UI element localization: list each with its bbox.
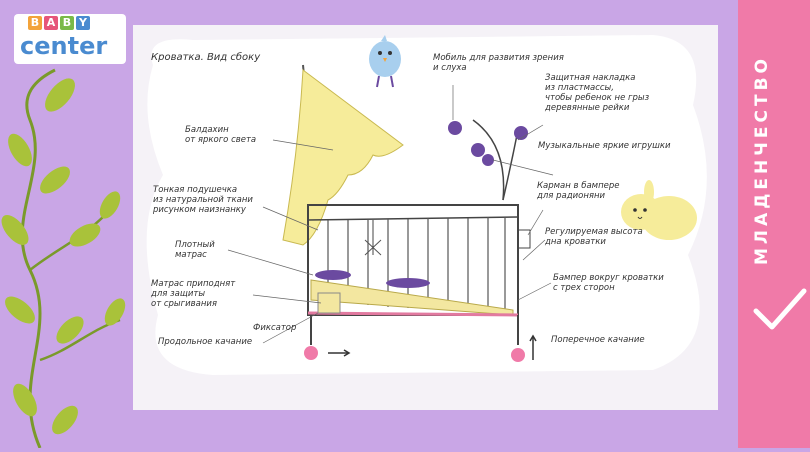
- label-pocket: Карман в бампере для радионяни: [537, 181, 620, 201]
- label-cross-swing: Поперечное качание: [551, 335, 645, 345]
- logo-word: center: [20, 32, 108, 60]
- bunny-icon: [621, 180, 697, 240]
- checkmark-icon: [753, 288, 807, 330]
- vine-decoration-icon: [1, 68, 126, 449]
- label-toys: Музыкальные яркие игрушки: [538, 141, 671, 151]
- label-canopy: Балдахин от яркого света: [185, 125, 257, 145]
- left-decor-panel: [0, 0, 133, 449]
- bird-icon: [369, 35, 401, 88]
- label-fixator: Фиксатор: [253, 323, 297, 333]
- label-long-swing: Продольное качание: [158, 337, 253, 347]
- logo-letter: B: [60, 16, 74, 30]
- babycenter-logo[interactable]: B A B Y center: [14, 14, 126, 64]
- label-mattress: Плотный матрас: [175, 240, 215, 260]
- label-bumper: Бампер вокруг кроватки с трех сторон: [553, 273, 664, 293]
- diagram-title: Кроватка. Вид сбоку: [151, 52, 261, 63]
- logo-letter: Y: [76, 16, 90, 30]
- label-guard: Защитная накладка из пластмассы, чтобы р…: [545, 73, 650, 113]
- label-height: Регулируемая высота дна кроватки: [545, 227, 643, 247]
- logo-letter: A: [44, 16, 58, 30]
- label-mobile: Мобиль для развития зрения и слуха: [433, 53, 564, 73]
- logo-letter: B: [28, 16, 42, 30]
- category-band: [738, 0, 810, 448]
- logo-letters: B A B Y: [28, 16, 90, 30]
- crib-illustration: Кроватка. Вид сбоку Мобиль для развития …: [133, 25, 718, 410]
- label-pillow: Тонкая подушечка из натуральной ткани ри…: [153, 185, 253, 215]
- crib-drawing: [146, 35, 707, 375]
- label-raised: Матрас приподнят для защиты от срыгивани…: [151, 279, 236, 309]
- category-label: МЛАДЕНЧЕСТВО: [752, 55, 772, 266]
